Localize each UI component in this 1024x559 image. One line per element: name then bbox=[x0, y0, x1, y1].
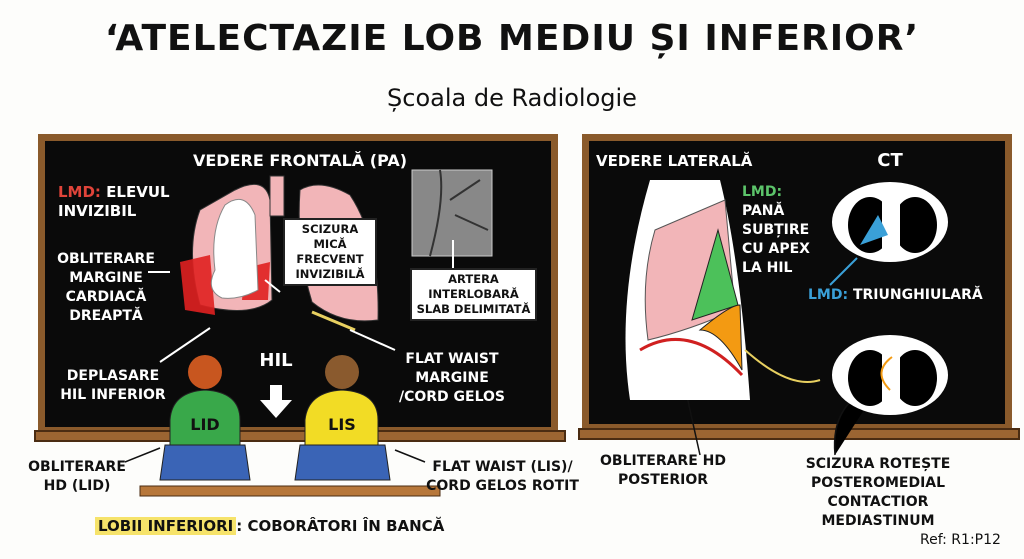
flat-waist-line bbox=[311, 310, 356, 332]
lobii-label: LOBII INFERIORI bbox=[95, 517, 237, 535]
page-title: ‘ATELECTAZIE LOB MEDIU ȘI INFERIOR’ bbox=[104, 18, 920, 59]
scizura-roteste-note: SCIZURA ROTEȘTE POSTEROMEDIAL CONTACTIOR… bbox=[805, 456, 951, 529]
frontal-heading: VEDERE FRONTALĂ (PA) bbox=[192, 151, 408, 170]
hil-label: HIL bbox=[259, 350, 293, 371]
obliterare-lid-note: OBLITERARE HD (LID) bbox=[28, 459, 126, 494]
middle-lobe-wedge bbox=[691, 228, 739, 321]
scizura-note: SCIZURA MICĂ FRECVENT INVIZIBILĂ bbox=[283, 218, 377, 286]
lmd-label: LMD: bbox=[58, 183, 101, 201]
lateral-heading: VEDERE LATERALĂ bbox=[596, 152, 753, 170]
obliterare-note: OBLITERARE MARGINE CARDIACĂ DREAPTĂ bbox=[57, 251, 155, 324]
down-arrow-icon bbox=[260, 385, 292, 418]
chalk-tray-right bbox=[578, 428, 1020, 440]
reference: Ref: R1:P12 bbox=[920, 532, 1001, 548]
bench bbox=[139, 485, 441, 497]
lower-lobe bbox=[698, 304, 743, 371]
ghost bbox=[210, 198, 259, 299]
student-head-left bbox=[188, 355, 222, 389]
student-shirt-lid: LID bbox=[190, 415, 220, 434]
chalk-arrows bbox=[148, 240, 454, 363]
lmd-lateral-note: LMD: PANĂ SUBȚIRE CU APEX LA HIL bbox=[742, 183, 827, 278]
student-body-left bbox=[169, 389, 241, 451]
artera-note: ARTERA INTERLOBARĂ SLAB DELIMITATĂ bbox=[410, 268, 537, 321]
lmd-note: ELEVUL INVIZIBIL bbox=[58, 183, 170, 220]
lmd-frontal-note: LMD: ELEVUL INVIZIBIL bbox=[58, 183, 178, 221]
ct-heading: CT bbox=[877, 150, 903, 171]
lmd-label: LMD: bbox=[742, 184, 783, 200]
deplasare-note: DEPLASARE HIL INFERIOR bbox=[60, 368, 166, 403]
obliterare-posterior-note: OBLITERARE HD POSTERIOR bbox=[600, 453, 726, 488]
flat-waist-note: FLAT WAIST MARGINE /CORD GELOS bbox=[398, 351, 506, 405]
flat-waist-lis-note: FLAT WAIST (LIS)/ CORD GELOS ROTIT bbox=[426, 459, 579, 494]
lmd-note: PANĂ SUBȚIRE CU APEX LA HIL bbox=[742, 203, 810, 276]
page-subtitle: Școala de Radiologie bbox=[387, 84, 637, 112]
lobii-caption: LOBII INFERIORI: COBORÂTORI ÎN BANCĂ bbox=[95, 517, 475, 536]
trachea bbox=[269, 175, 285, 217]
student-shirt-lis: LIS bbox=[328, 415, 356, 434]
student-head-right bbox=[325, 355, 359, 389]
lmd-note: TRIUNGHIULARĂ bbox=[852, 287, 983, 303]
lmd-ct-note: LMD: TRIUNGHIULARĂ bbox=[808, 286, 988, 305]
lobii-text: : COBORÂTORI ÎN BANCĂ bbox=[236, 517, 445, 535]
student-body-right bbox=[304, 389, 379, 451]
lmd-label: LMD: bbox=[808, 287, 849, 303]
chalk-tray bbox=[34, 430, 566, 442]
